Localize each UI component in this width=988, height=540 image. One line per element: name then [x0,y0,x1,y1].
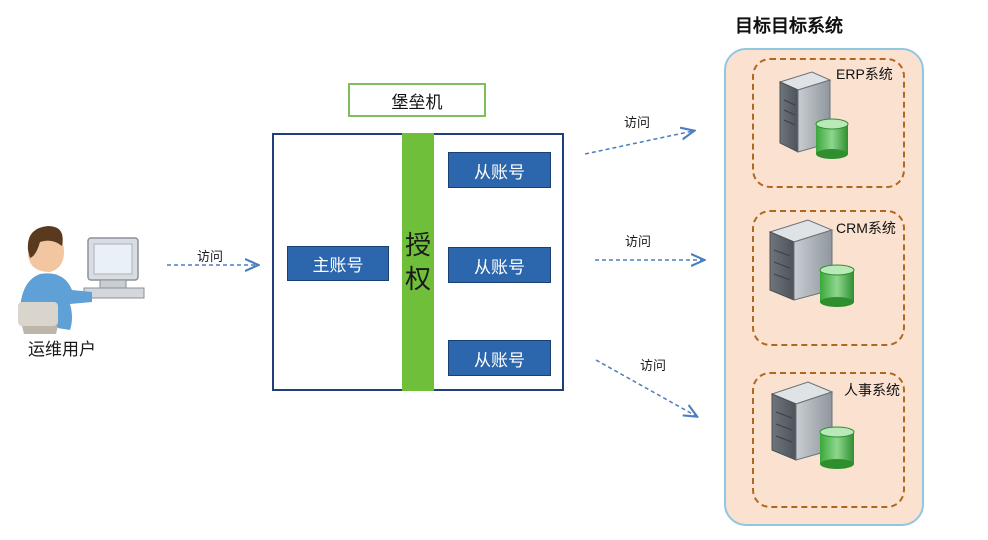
hr-system-label: 人事系统 [844,382,900,398]
hr-server-icon [770,381,834,461]
access-arrow-hr [595,359,696,416]
main-account: 主账号 [287,246,389,281]
crm-system-label: CRM系统 [836,220,896,236]
sub-account-3: 从账号 [448,340,551,376]
target-systems-title: 目标目标系统 [735,16,843,36]
bastion-title: 堡垒机 [348,83,486,117]
auth-char-1: 授 [404,230,431,260]
crm-database-icon [819,264,855,307]
access-arrow-erp [584,131,693,155]
hr-database-icon [819,426,855,469]
erp-system-box [752,58,905,188]
access-label-user: 访问 [197,249,224,264]
sub-account-1: 从账号 [448,152,551,188]
hr-system-box [752,372,905,508]
person-icon [18,226,92,334]
crm-system-box [752,210,905,346]
user-label: 运维用户 [28,340,96,359]
access-label-crm: 访问 [625,234,652,249]
access-label-erp: 访问 [624,115,651,130]
computer-icon [83,237,145,299]
access-label-hr: 访问 [640,358,667,373]
auth-bar: 授 权 [402,133,434,391]
sub-account-2: 从账号 [448,247,551,283]
auth-char-2: 权 [404,264,431,294]
erp-database-icon [815,118,849,159]
erp-system-label: ERP系统 [836,66,893,82]
